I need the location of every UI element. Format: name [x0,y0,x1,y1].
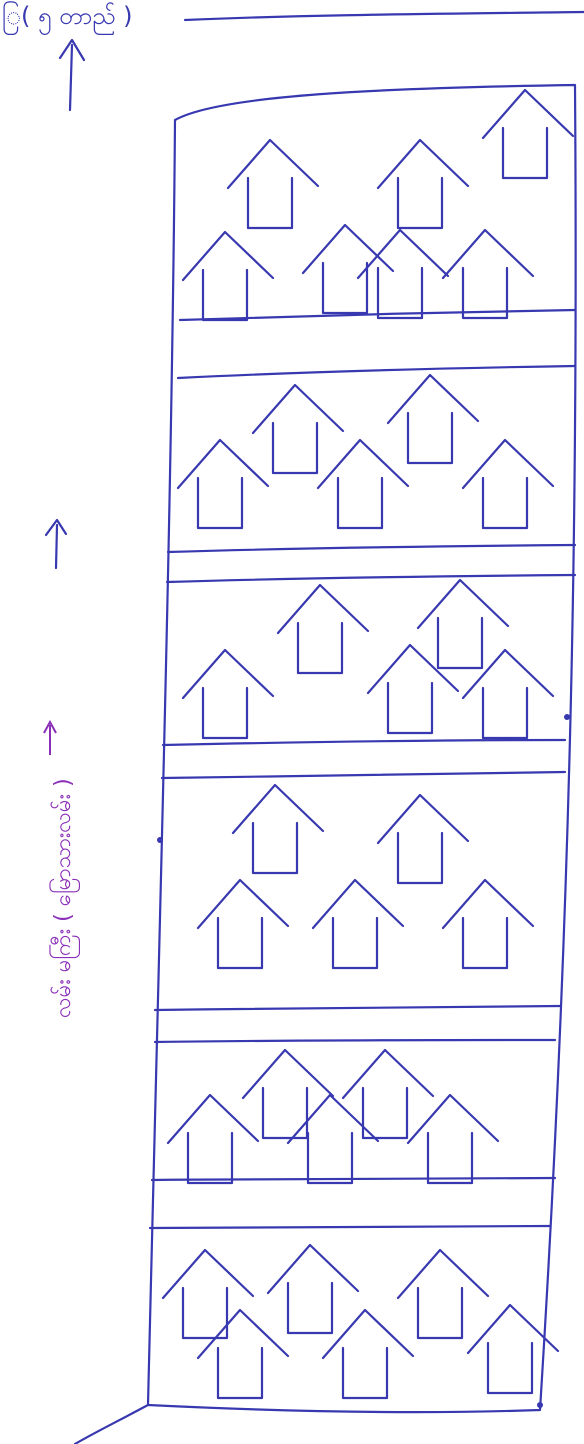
house-icon [253,385,343,473]
house-icon [163,1250,253,1338]
house-icon [378,795,468,883]
label-arrow-icon [44,722,56,755]
house-icon [408,1095,498,1183]
house-block-6 [163,1245,558,1398]
north-arrow-icon [60,40,84,110]
house-icon [178,440,268,528]
house-icon [388,375,478,463]
boundary-dot [537,1402,543,1408]
house-icon [233,785,323,873]
house-icon [198,880,288,968]
road-direction-arrow-icon [46,520,66,568]
top-road-line [185,12,584,20]
boundary-tail [75,1405,148,1444]
house-block-5 [168,1050,498,1183]
house-icon [183,650,273,738]
house-icon [368,645,458,733]
house-icon [168,1095,258,1183]
house-icon [443,230,533,318]
house-block-1 [183,90,573,320]
house-icon [483,90,573,178]
house-icon [278,585,368,673]
house-block-2 [178,375,553,528]
house-icon [243,1050,333,1138]
house-icon [303,225,393,313]
house-icon [418,580,508,668]
house-icon [268,1245,358,1333]
house-icon [323,1310,413,1398]
house-icon [343,1050,433,1138]
house-block-3 [183,580,553,738]
house-icon [183,232,273,320]
house-icon [228,140,318,228]
village-boundary [148,85,576,1412]
boundary-dot [157,837,163,843]
boundary-dot [564,714,570,720]
house-icon [198,1310,288,1398]
house-icon [463,440,553,528]
house-block-4 [198,785,533,968]
house-icon [318,440,408,528]
house-icon [443,880,533,968]
house-icon [463,650,553,738]
house-icon [398,1250,488,1338]
house-icon [378,140,468,228]
house-icon [358,230,448,318]
house-icon [313,880,403,968]
